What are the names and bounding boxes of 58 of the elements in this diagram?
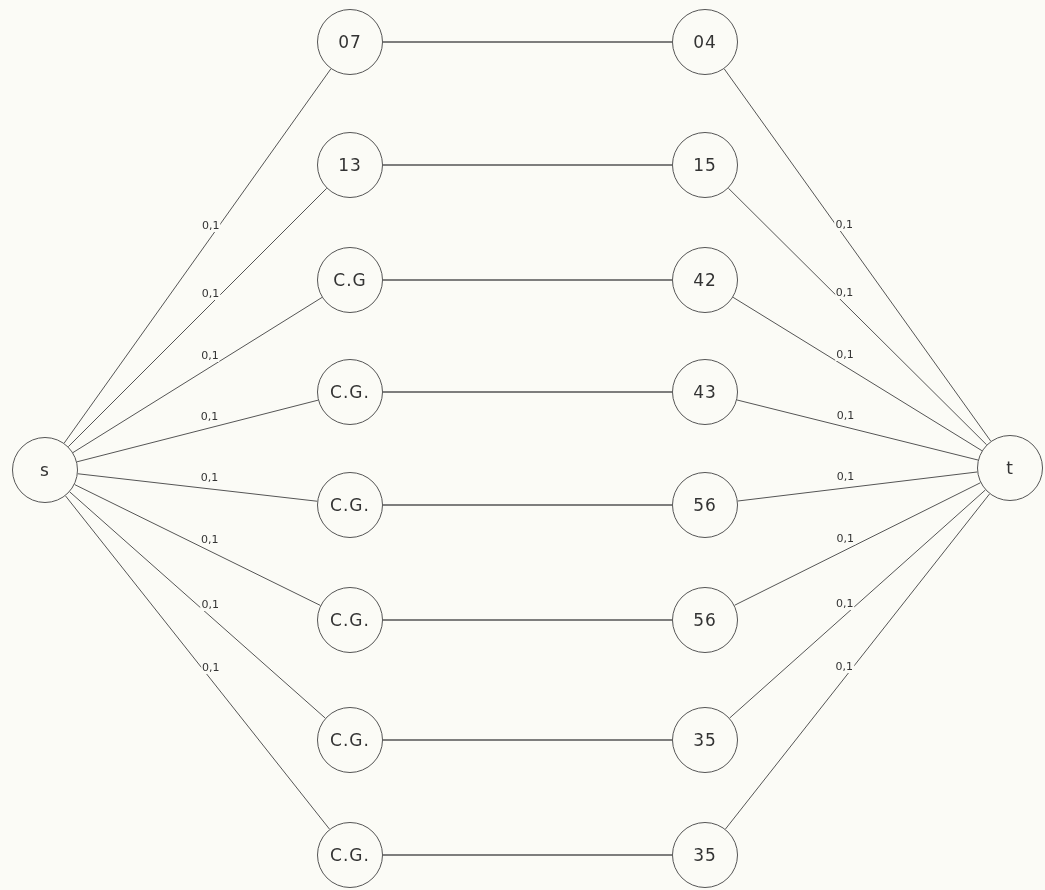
connector-line: [65, 495, 330, 830]
edge-label: 0,1: [200, 599, 220, 612]
connector-line: [737, 471, 978, 502]
edge-label: 0,1: [201, 220, 221, 233]
connector-line: [63, 68, 332, 444]
connector-line: [724, 493, 991, 830]
circle-node: C.G: [317, 247, 383, 313]
edge-label: 0,1: [834, 219, 854, 232]
edge-label: 0,1: [835, 410, 856, 422]
circle-node: 56: [672, 472, 738, 538]
circle-node: 42: [672, 247, 738, 313]
edge-label: 0,1: [835, 349, 855, 362]
circle-node: 43: [672, 359, 738, 425]
connector-line: [382, 504, 673, 506]
circle-node: t: [977, 435, 1043, 501]
connector-line: [382, 739, 673, 741]
connector-line: [727, 187, 988, 446]
circle-node: 56: [672, 587, 738, 653]
connector-line: [77, 473, 318, 502]
edge-label: 0,1: [200, 662, 221, 675]
circle-node: 13: [317, 132, 383, 198]
connector-line: [76, 399, 319, 463]
circle-node: C.G.: [317, 472, 383, 538]
circle-node: C.G.: [317, 587, 383, 653]
circle-node: 04: [672, 9, 738, 75]
connector-line: [74, 484, 321, 606]
edge-label: 0,1: [834, 661, 855, 674]
connector-line: [382, 619, 673, 621]
circle-node: C.G.: [317, 707, 383, 773]
edge-label: 0,1: [835, 533, 855, 546]
connector-line: [382, 164, 673, 166]
circle-node: 07: [317, 9, 383, 75]
circle-node: C.G.: [317, 822, 383, 888]
edge-label: 0,1: [834, 286, 855, 299]
connector-line: [732, 296, 983, 452]
connector-line: [69, 491, 326, 719]
circle-node: 15: [672, 132, 738, 198]
circle-node: 35: [672, 707, 738, 773]
edge-label: 0,1: [199, 410, 220, 423]
connector-line: [382, 41, 673, 43]
connector-line: [72, 296, 323, 454]
edge-label: 0,1: [200, 350, 220, 363]
edge-label: 0,1: [199, 471, 220, 484]
circle-node: 35: [672, 822, 738, 888]
edge-label: 0,1: [200, 534, 220, 547]
connector-line: [734, 482, 981, 606]
connector-line: [736, 399, 979, 461]
connector-line: [382, 279, 673, 281]
circle-node: s: [12, 437, 78, 503]
edge-label: 0,1: [834, 598, 855, 611]
connector-line: [729, 489, 986, 719]
circle-node: C.G.: [317, 359, 383, 425]
connector-line: [67, 187, 328, 448]
edge-label: 0,1: [835, 470, 856, 483]
edge-label: 0,1: [200, 287, 221, 300]
connector-line: [723, 68, 992, 442]
connector-line: [382, 854, 673, 856]
connector-line: [382, 391, 673, 393]
